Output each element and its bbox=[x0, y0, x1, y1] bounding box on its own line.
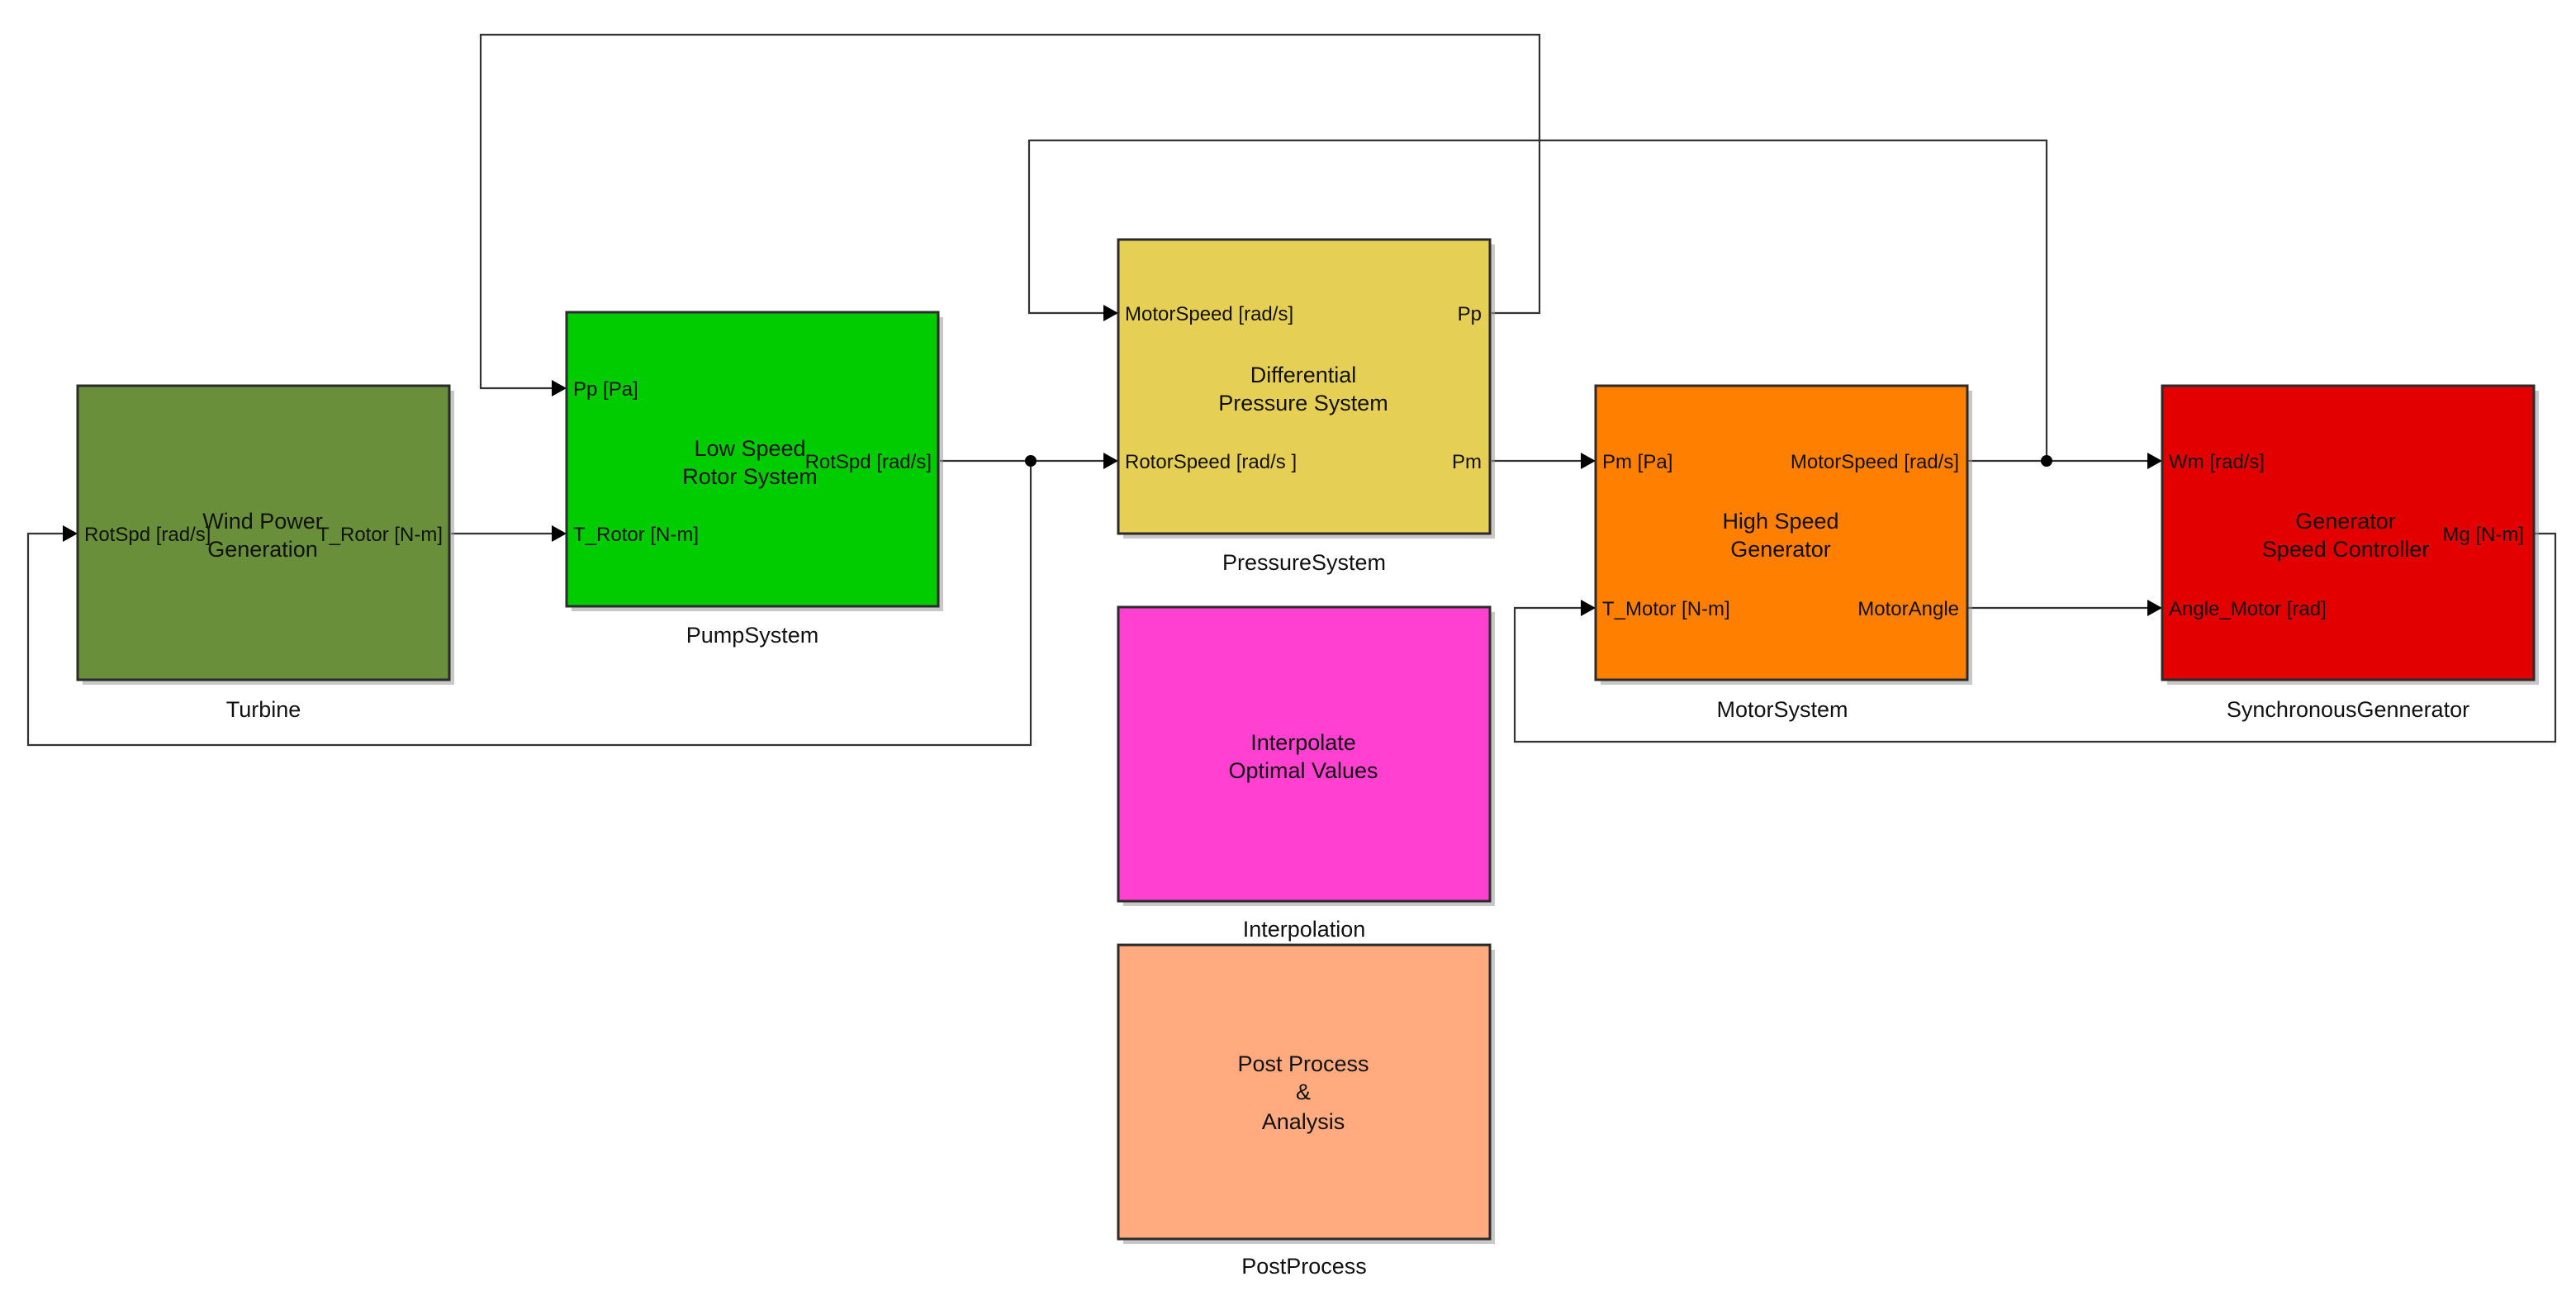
pump-output-rotspd: RotSpd [rad/s] bbox=[805, 451, 932, 473]
arrowhead bbox=[2147, 453, 2162, 469]
postprocess-block-body[interactable] bbox=[1117, 943, 1492, 1241]
wire-generator-mg-to-motor[interactable] bbox=[1513, 532, 2557, 743]
arrowhead bbox=[2147, 600, 2162, 616]
arrowhead bbox=[552, 525, 567, 542]
generator-title-line1: Generator bbox=[2295, 509, 2396, 534]
turbine-block[interactable]: RotSpd [rad/s] T_Rotor [N-m] Wind Power … bbox=[76, 384, 454, 722]
arrowhead bbox=[1581, 600, 1596, 616]
wire-motor-speed-feedback-to-pressure[interactable] bbox=[1027, 139, 2048, 461]
pressure-block[interactable]: MotorSpeed [rad/s] RotorSpeed [rad/s ] P… bbox=[1117, 238, 1495, 575]
pressure-title-line1: Differential bbox=[1250, 363, 1357, 387]
pump-block-name: PumpSystem bbox=[686, 623, 819, 648]
turbine-title-line1: Wind Power bbox=[202, 509, 323, 534]
pump-input-pp: Pp [Pa] bbox=[573, 378, 638, 401]
generator-block-name: SynchronousGennerator bbox=[2227, 697, 2469, 722]
postprocess-title-line2: & bbox=[1296, 1080, 1311, 1104]
turbine-block-body[interactable] bbox=[76, 384, 451, 681]
turbine-block-name: Turbine bbox=[226, 697, 301, 722]
pressure-input-motorspeed: MotorSpeed [rad/s] bbox=[1125, 303, 1293, 325]
pressure-input-rotorspeed: RotorSpeed [rad/s ] bbox=[1125, 451, 1297, 473]
motor-input-pm: Pm [Pa] bbox=[1602, 451, 1672, 473]
branch-point bbox=[2041, 455, 2052, 467]
interpolation-block-name: Interpolation bbox=[1243, 917, 1366, 942]
turbine-input-rotspd: RotSpd [rad/s] bbox=[84, 524, 211, 546]
motor-block-name: MotorSystem bbox=[1716, 697, 1848, 722]
interpolation-title-line2: Optimal Values bbox=[1228, 758, 1378, 783]
generator-input-wm: Wm [rad/s] bbox=[2169, 451, 2265, 473]
pump-title-line1: Low Speed bbox=[694, 436, 805, 461]
pump-input-trotor: T_Rotor [N-m] bbox=[573, 524, 699, 546]
wire-pressure-pp-to-pump[interactable] bbox=[479, 33, 1541, 390]
motor-block-body[interactable] bbox=[1594, 384, 1969, 681]
pump-title-line2: Rotor System bbox=[682, 464, 818, 489]
turbine-output-trotor: T_Rotor [N-m] bbox=[317, 524, 443, 546]
postprocess-block[interactable]: Post Process & Analysis PostProcess bbox=[1117, 943, 1495, 1279]
motor-title-line2: Generator bbox=[1730, 537, 1831, 562]
pressure-title-line2: Pressure System bbox=[1218, 391, 1388, 415]
generator-output-mg: Mg [N-m] bbox=[2442, 524, 2524, 546]
interpolation-block-body[interactable] bbox=[1117, 605, 1492, 903]
pump-block[interactable]: Pp [Pa] T_Rotor [N-m] RotSpd [rad/s] Low… bbox=[565, 311, 943, 648]
pressure-output-pm: Pm bbox=[1452, 451, 1482, 473]
arrowhead bbox=[1581, 453, 1596, 469]
motor-block[interactable]: Pm [Pa] T_Motor [N-m] MotorSpeed [rad/s]… bbox=[1594, 384, 1972, 722]
postprocess-title-line3: Analysis bbox=[1262, 1109, 1345, 1134]
arrowhead bbox=[1103, 305, 1118, 321]
postprocess-title-line1: Post Process bbox=[1237, 1051, 1369, 1076]
arrowhead bbox=[63, 525, 78, 542]
pump-block-body[interactable] bbox=[565, 311, 940, 608]
pressure-output-pp: Pp bbox=[1458, 303, 1482, 325]
motor-input-tmotor: T_Motor [N-m] bbox=[1602, 598, 1730, 620]
generator-block-body[interactable] bbox=[2161, 384, 2536, 681]
interpolation-title-line1: Interpolate bbox=[1250, 730, 1356, 755]
pressure-block-name: PressureSystem bbox=[1222, 550, 1386, 575]
generator-block[interactable]: Wm [rad/s] Angle_Motor [rad] Mg [N-m] Ge… bbox=[2161, 384, 2539, 722]
postprocess-block-name: PostProcess bbox=[1241, 1254, 1367, 1279]
arrowhead bbox=[552, 380, 567, 396]
generator-input-anglemotor: Angle_Motor [rad] bbox=[2169, 598, 2327, 620]
turbine-title-line2: Generation bbox=[207, 537, 318, 562]
arrowhead bbox=[1103, 453, 1118, 469]
branch-point bbox=[1025, 455, 1037, 467]
generator-title-line2: Speed Controller bbox=[2262, 537, 2430, 562]
signal-lines bbox=[26, 33, 2557, 747]
motor-output-motorangle: MotorAngle bbox=[1857, 598, 1959, 620]
motor-title-line1: High Speed bbox=[1722, 509, 1838, 534]
pressure-block-body[interactable] bbox=[1117, 238, 1492, 535]
interpolation-block[interactable]: Interpolate Optimal Values Interpolation bbox=[1117, 605, 1495, 942]
wire-rotspd-feedback-to-turbine[interactable] bbox=[26, 461, 1032, 747]
motor-output-motorspeed: MotorSpeed [rad/s] bbox=[1791, 451, 1959, 473]
